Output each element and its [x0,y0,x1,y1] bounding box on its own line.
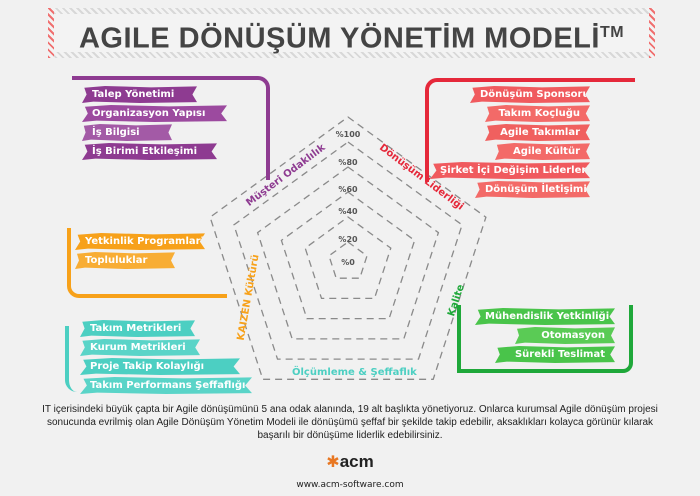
kalite-bracket [457,305,633,373]
axis-olcumleme-seffaflik: Ölçümleme & Şeffaflık [292,367,417,378]
scale-label: %100 [335,130,361,139]
scale-label: %80 [338,158,358,167]
title-banner: AGILE DÖNÜŞÜM YÖNETİM MODELİTM [48,8,655,58]
item-agile-takimlar: Agile Takımlar [485,124,590,141]
musteri-items: Talep Yönetimi Organizasyon Yapısı İş Bi… [82,86,227,162]
scale-label: %60 [338,185,358,194]
musteri-bracket [72,76,270,180]
kaizen-bracket [67,228,227,298]
scale-label: %0 [341,258,355,267]
item-is-birimi-etkilesimi: İş Birimi Etkileşimi [82,143,217,160]
radar-ring [280,191,416,320]
radar-ring [256,166,440,340]
item-takim-koclugu: Takım Koçluğu [485,105,590,122]
logo-figure-icon: ✱ [326,452,340,471]
page-title: AGILE DÖNÜŞÜM YÖNETİM MODELİTM [78,22,625,55]
item-takim-performans-seffafligi: Takım Performans Şeffaflığı [80,377,252,394]
kalite-items: Mühendislik Yetkinliği Otomasyon Sürekli… [475,308,615,365]
item-talep-yonetimi: Talep Yönetimi [82,86,197,103]
item-proje-takip-kolayligi: Proje Takip Kolaylığı [80,358,240,375]
item-muhendislik-yetkinligi: Mühendislik Yetkinliği [475,308,615,325]
item-donusum-sponsoru: Dönüşüm Sponsoru [470,86,590,103]
item-otomasyon: Otomasyon [515,327,615,344]
acm-logo: ✱acm [326,452,374,471]
radar-ring [328,241,368,279]
item-is-bilgisi: İş Bilgisi [82,124,172,141]
olcumleme-items: Takım Metrikleri Kurum Metrikleri Proje … [80,320,252,396]
description-text: IT içerisindeki büyük çapta bir Agile dö… [42,404,658,441]
radar-ring [304,216,392,300]
olcumleme-bracket [65,326,85,392]
liderlik-bracket [425,78,635,182]
scale-label: %40 [338,207,358,216]
website-link[interactable]: www.acm-software.com [296,480,404,490]
item-kurum-metrikleri: Kurum Metrikleri [80,339,200,356]
radar-ring [209,116,487,380]
item-organizasyon-yapisi: Organizasyon Yapısı [82,105,227,122]
radar-ring [233,141,463,360]
item-agile-kultur: Agile Kültür [495,143,590,160]
item-yetkinlik-programlari: Yetkinlik Programlari [75,233,205,250]
item-donusum-iletisimi: Dönüşüm İletişimi [475,181,590,198]
liderlik-items: Dönüşüm Sponsoru Takım Koçluğu Agile Tak… [430,86,590,200]
item-topluluklar: Topluluklar [75,252,175,269]
scale-label: %20 [338,235,358,244]
item-sirket-ici-degisim-liderleri: Şirket İçi Değişim Liderleri [430,162,590,179]
kaizen-items: Yetkinlik Programlari Topluluklar [75,233,205,271]
item-surekli-teslimat: Sürekli Teslimat [495,346,615,363]
item-takim-metrikleri: Takım Metrikleri [80,320,195,337]
